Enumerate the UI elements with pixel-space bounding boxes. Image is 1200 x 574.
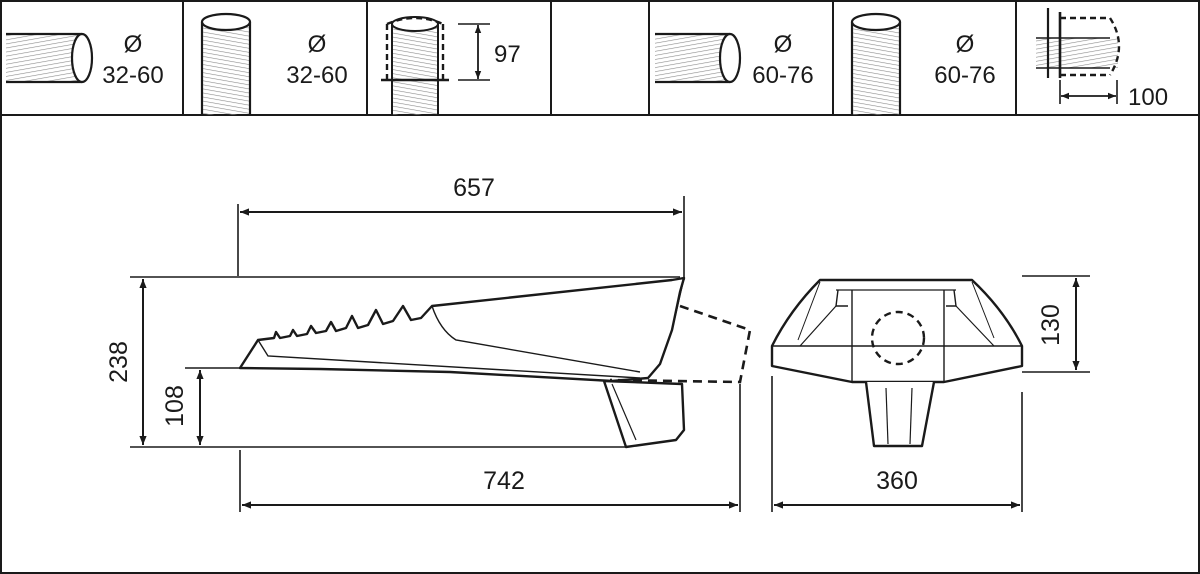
top-length-label: 657 xyxy=(453,174,495,202)
total-length-label: 742 xyxy=(483,467,525,495)
diameter-symbol: Ø xyxy=(308,31,327,58)
luminaire-side-view-icon xyxy=(238,276,752,449)
diameter-symbol: Ø xyxy=(956,31,975,58)
mounting-panel-1: Ø 32-60 xyxy=(6,31,164,89)
side-entry-spigot-icon xyxy=(1036,8,1121,104)
horizontal-pole-icon xyxy=(655,32,742,84)
vertical-spigot-icon xyxy=(381,16,490,115)
mounting-panel-6: 100 xyxy=(1036,8,1168,111)
diameter-symbol: Ø xyxy=(774,31,793,58)
side-view: 657 742 238 108 xyxy=(105,174,752,512)
luminaire-front-view-icon xyxy=(770,278,1024,448)
diameter-symbol: Ø xyxy=(124,31,143,58)
head-height-label: 108 xyxy=(161,385,189,427)
front-height-label: 130 xyxy=(1037,304,1065,346)
horizontal-pole-icon xyxy=(6,32,94,84)
diameter-range-label: 60-76 xyxy=(752,62,813,89)
front-view: 360 130 xyxy=(770,275,1090,512)
front-width-label: 360 xyxy=(876,467,918,495)
mounting-options-strip xyxy=(0,0,1200,116)
spigot-depth-label: 97 xyxy=(494,41,521,68)
mounting-panel-2: Ø 32-60 xyxy=(200,12,348,115)
vertical-pole-icon xyxy=(850,12,902,115)
diameter-range-label: 32-60 xyxy=(286,62,347,89)
spigot-depth-label: 100 xyxy=(1128,84,1168,111)
mounting-panel-3: 97 xyxy=(381,16,521,115)
total-height-label: 238 xyxy=(105,341,133,383)
mounting-panel-4: Ø 60-76 xyxy=(655,31,814,89)
mounting-panel-5: Ø 60-76 xyxy=(850,12,996,115)
vertical-pole-icon xyxy=(200,12,252,115)
diameter-range-label: 60-76 xyxy=(934,62,995,89)
diameter-range-label: 32-60 xyxy=(102,62,163,89)
